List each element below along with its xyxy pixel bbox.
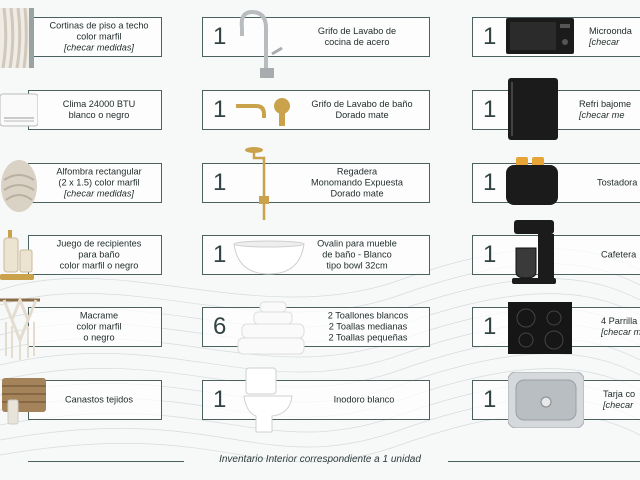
item-label: Microonda [checar [589,26,640,48]
shower-icon [245,147,269,220]
quantity: 1 [213,23,227,50]
label-text: Grifo de Lavabo de baño Dorado mate [311,99,413,120]
curtains-icon [0,8,34,68]
vessel-sink-icon [233,240,305,275]
item-card-baskets: Canastos tejidos [28,380,162,420]
label-note: [checar [603,400,634,410]
label-text: Clima 24000 BTU blanco o negro [62,99,136,120]
towels-icon [237,301,305,355]
quantity: 1 [483,169,497,196]
label-text: Tarja co [603,389,636,400]
item-card-shower: 1 Regadera Monomando Expuesta Dorado mat… [202,163,430,203]
item-label: Refri bajome [checar me [579,99,640,121]
label-text: 2 Toallones blancos 2 Toallas medianas 2… [327,310,409,343]
label-note: [checar medidas] [64,42,134,53]
label-text: Macrame color marfil o negro [76,310,122,343]
item-label: Macrame color marfil o negro [39,311,159,344]
item-label: 4 Parrilla [checar m [601,316,640,338]
footer-line-left [28,461,184,462]
item-card-macrame: Macrame color marfil o negro [28,307,162,347]
item-label: Cortinas de piso a techo color marfil [c… [39,21,159,54]
item-label: Alfombra rectangular (2 x 1.5) color mar… [39,167,159,200]
item-label: 2 Toallones blancos 2 Toallas medianas 2… [313,311,423,344]
quantity: 1 [213,241,227,268]
item-card-coffee-maker: 1 Cafetera [472,235,640,275]
label-text: Ovalin para mueble de baño - Blanco tipo… [317,238,397,271]
coffee-maker-icon [512,220,556,284]
label-text: Juego de recipientes para baño color mar… [56,238,142,271]
quantity: 1 [483,241,497,268]
item-card-bath-set: Juego de recipientes para baño color mar… [28,235,162,275]
label-text: Grifo de Lavabo de cocina de acero [317,26,397,47]
bathroom-faucet-icon [236,98,290,126]
item-card-kitchen-faucet: 1 Grifo de Lavabo de cocina de acero [202,17,430,57]
kitchen-faucet-icon [239,9,283,78]
item-card-toilet: 1 Inodoro blanco [202,380,430,420]
label-text: Tostadora [597,177,638,188]
label-note: [checar me [579,110,625,120]
label-text: Cafetera [601,249,637,260]
label-note: [checar [589,37,620,47]
item-card-bathroom-faucet: 1 Grifo de Lavabo de baño Dorado mate [202,90,430,130]
mini-fridge-icon [508,78,558,140]
item-label: Canastos tejidos [39,395,159,406]
label-text: Canastos tejidos [65,394,133,405]
label-text: Refri bajome [579,99,632,110]
quantity: 1 [213,169,227,196]
footer-caption: Inventario Interior correspondiente a 1 … [219,454,421,465]
item-label: Juego de recipientes para baño color mar… [39,239,159,272]
quantity: 1 [483,96,497,123]
quantity: 1 [483,386,497,413]
woven-baskets-icon [2,378,46,425]
item-label: Grifo de Lavabo de baño Dorado mate [297,99,427,121]
item-label: Cafetera [601,250,640,261]
label-note: [checar m [601,327,640,337]
item-label: Tarja co [checar [603,389,640,411]
label-text: Inodoro blanco [333,394,395,405]
kitchen-sink-icon [508,372,584,428]
label-text: Regadera Monomando Expuesta Dorado mate [311,166,403,199]
label-note: [checar medidas] [64,188,134,199]
item-label: Tostadora [597,178,640,189]
rug-icon [1,160,37,212]
label-text: 4 Parrilla [601,316,638,327]
label-text: Alfombra rectangular (2 x 1.5) color mar… [56,166,142,188]
quantity: 1 [483,23,497,50]
label-text: Cortinas de piso a techo color marfil [49,20,149,42]
item-label: Ovalin para mueble de baño - Blanco tipo… [297,239,417,272]
quantity: 1 [213,96,227,123]
item-label: Clima 24000 BTU blanco o negro [39,99,159,121]
item-label: Inodoro blanco [309,395,419,406]
microwave-icon [506,18,574,54]
cooktop-icon [508,302,572,354]
bath-set-icon [0,230,34,280]
item-card-air-conditioner: Clima 24000 BTU blanco o negro [28,90,162,130]
quantity: 1 [213,386,227,413]
item-label: Grifo de Lavabo de cocina de acero [297,26,417,48]
label-text: Microonda [589,26,632,37]
quantity: 6 [213,313,227,340]
toaster-icon [506,157,558,205]
quantity: 1 [483,313,497,340]
macrame-icon [0,296,40,360]
footer-line-right [448,461,640,462]
item-label: Regadera Monomando Expuesta Dorado mate [297,167,417,200]
toilet-icon [243,367,293,433]
item-card-curtains: Cortinas de piso a techo color marfil [c… [28,17,162,57]
air-conditioner-icon [0,93,38,127]
item-card-rug: Alfombra rectangular (2 x 1.5) color mar… [28,163,162,203]
